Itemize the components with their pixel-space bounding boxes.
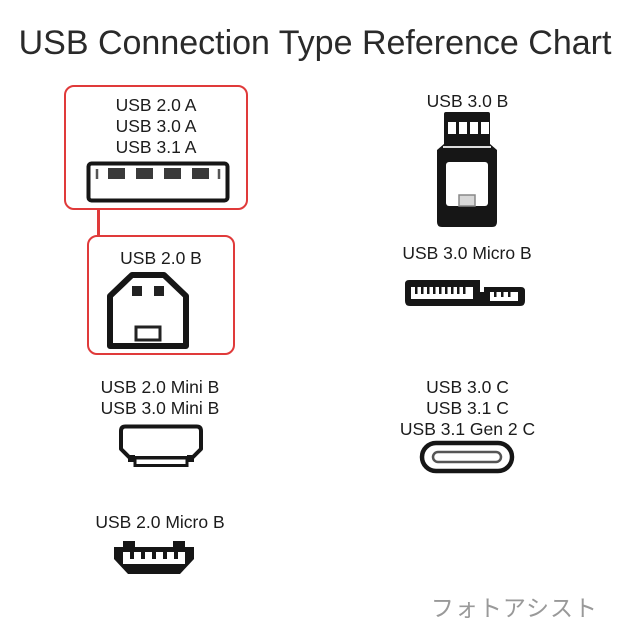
- usb-a-connector-icon: [86, 161, 230, 203]
- highlight-connector-line: [97, 208, 100, 237]
- label-line: USB 3.0 B: [426, 91, 509, 111]
- chart-title: USB Connection Type Reference Chart: [18, 24, 612, 62]
- label-line: USB 3.1 C: [426, 398, 509, 418]
- label-line: USB 3.1 Gen 2 C: [399, 419, 536, 439]
- usb-c-labels: USB 3.0 C USB 3.1 C USB 3.1 Gen 2 C: [380, 377, 555, 440]
- usb-2-b-connector-icon: [105, 270, 191, 350]
- micro-b-labels: USB 2.0 Micro B: [68, 512, 252, 533]
- label-line: USB 3.0 A: [115, 116, 197, 136]
- usb-mini-b-connector-icon: [116, 423, 206, 469]
- usb-micro-b-connector-icon: [110, 537, 198, 581]
- usb-a-labels: USB 2.0 A USB 3.0 A USB 3.1 A: [64, 95, 248, 158]
- mini-b-labels: USB 2.0 Mini B USB 3.0 Mini B: [68, 377, 252, 419]
- label-line: USB 3.1 A: [115, 137, 197, 157]
- highlight-box-usb-b: [87, 235, 235, 355]
- label-line: USB 3.0 Mini B: [100, 398, 220, 418]
- label-line: USB 2.0 Micro B: [95, 512, 225, 532]
- label-line: USB 2.0 B: [120, 248, 202, 268]
- label-line: USB 3.0 Micro B: [402, 243, 532, 263]
- label-line: USB 3.0 C: [426, 377, 509, 397]
- watermark-text: フォトアシスト: [430, 596, 598, 622]
- usb-c-connector-icon: [419, 440, 515, 474]
- label-line: USB 2.0 A: [115, 95, 197, 115]
- usb-3-b-labels: USB 3.0 B: [380, 91, 555, 112]
- usb-3-micro-b-connector-icon: [402, 277, 528, 309]
- label-line: USB 2.0 Mini B: [100, 377, 220, 397]
- usb-b-labels: USB 2.0 B: [87, 248, 235, 269]
- highlight-box-usb-a: [64, 85, 248, 210]
- usb-3-micro-b-labels: USB 3.0 Micro B: [377, 243, 557, 264]
- usb-3-b-connector-icon: [433, 110, 501, 230]
